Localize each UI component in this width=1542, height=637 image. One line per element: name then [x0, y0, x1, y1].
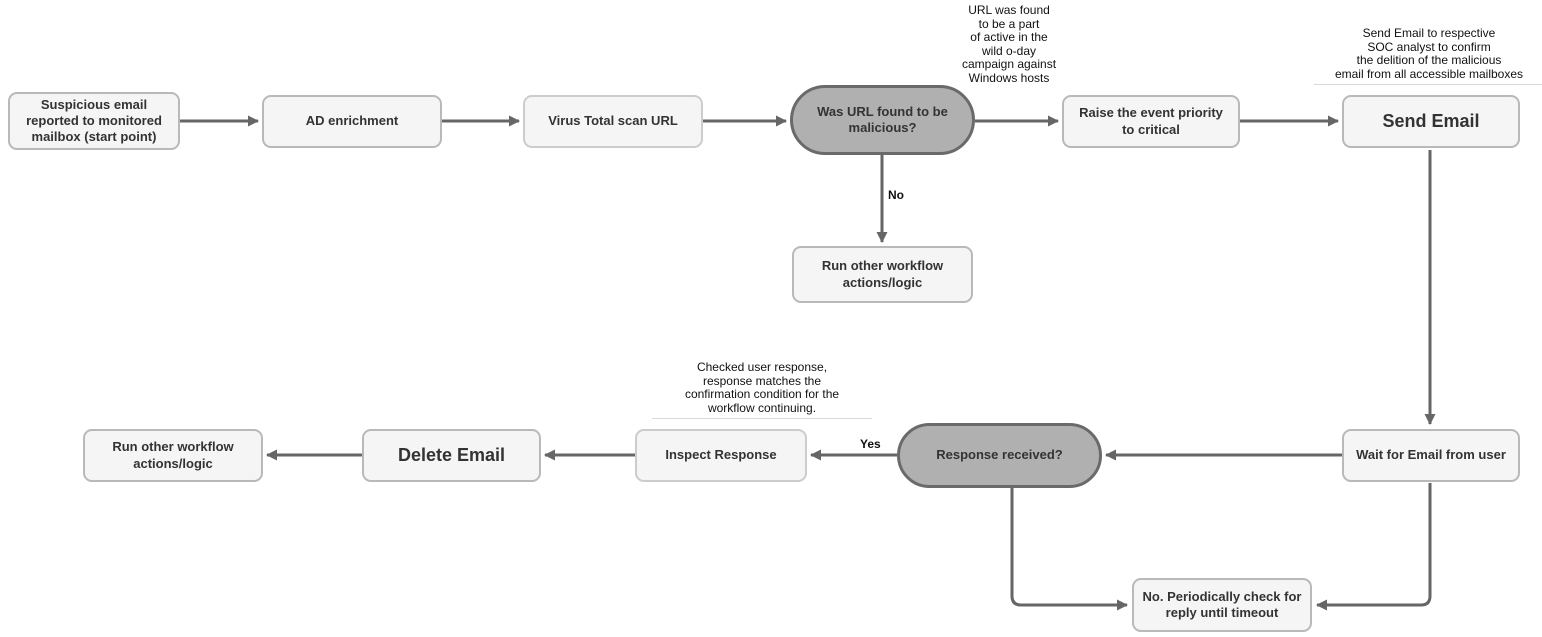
annotation-inspect-note: Checked user response, response matches … — [652, 360, 872, 419]
node-virus-total-scan: Virus Total scan URL — [523, 95, 703, 148]
node-ad-enrichment: AD enrichment — [262, 95, 442, 148]
edge-wait-to-periodic-check — [1316, 483, 1432, 611]
node-raise-priority: Raise the event priority to critical — [1062, 95, 1240, 148]
node-inspect-response: Inspect Response — [635, 429, 807, 482]
node-url-malicious-decision: Was URL found to be malicious? — [790, 85, 975, 155]
node-wait-for-email: Wait for Email from user — [1342, 429, 1520, 482]
node-run-other-workflow-left: Run other workflow actions/logic — [83, 429, 263, 482]
edge-label-no: No — [886, 188, 906, 202]
annotation-url-campaign: URL was found to be a part of active in … — [961, 3, 1057, 85]
node-response-received-decision: Response received? — [897, 423, 1102, 488]
edge-response-no-branch — [1010, 488, 1128, 611]
node-delete-email: Delete Email — [362, 429, 541, 482]
node-periodic-check: No. Periodically check for reply until t… — [1132, 578, 1312, 632]
node-start: Suspicious email reported to monitored m… — [8, 92, 180, 150]
node-run-other-workflow-top: Run other workflow actions/logic — [792, 246, 973, 303]
annotation-send-email-note: Send Email to respective SOC analyst to … — [1314, 26, 1542, 85]
edge-label-yes: Yes — [858, 437, 883, 451]
node-send-email: Send Email — [1342, 95, 1520, 148]
